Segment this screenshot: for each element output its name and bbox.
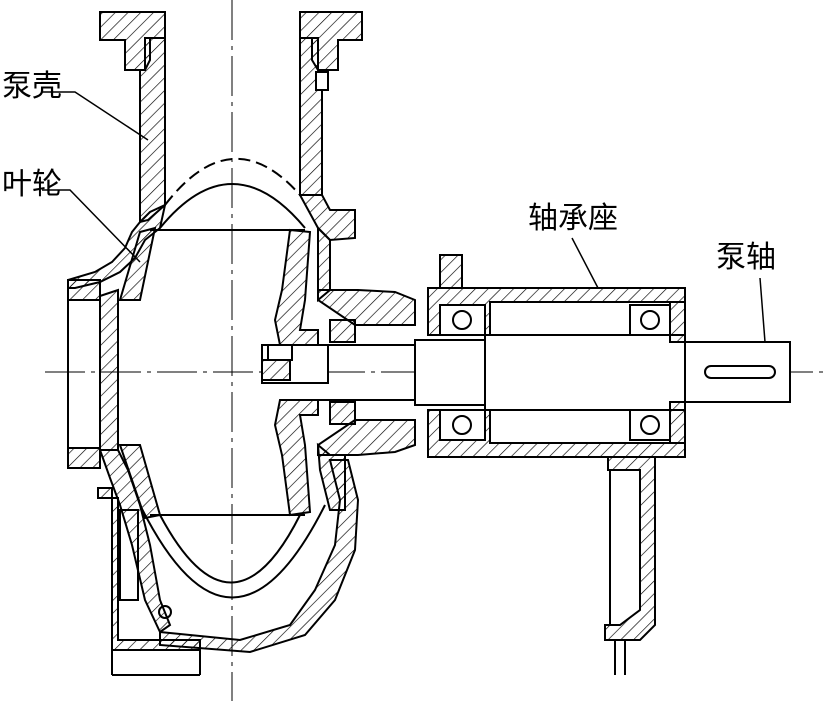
pump-casing xyxy=(67,194,360,676)
seal-housing xyxy=(317,289,416,456)
label-pump-shaft: 泵轴 xyxy=(716,240,776,275)
label-bearing-housing: 轴承座 xyxy=(528,201,618,236)
label-impeller: 叶轮 xyxy=(2,167,62,202)
impeller xyxy=(118,158,329,599)
outlet-pipe xyxy=(99,11,363,224)
pump-shaft xyxy=(318,334,791,411)
leader-impeller xyxy=(42,189,141,263)
bearing-support xyxy=(604,456,656,675)
label-pump-casing: 泵壳 xyxy=(2,69,62,104)
bearing-housing xyxy=(427,254,686,458)
leader-casing xyxy=(42,91,149,141)
leader-bearing-housing xyxy=(571,237,599,289)
leader-pump-shaft xyxy=(759,277,766,343)
